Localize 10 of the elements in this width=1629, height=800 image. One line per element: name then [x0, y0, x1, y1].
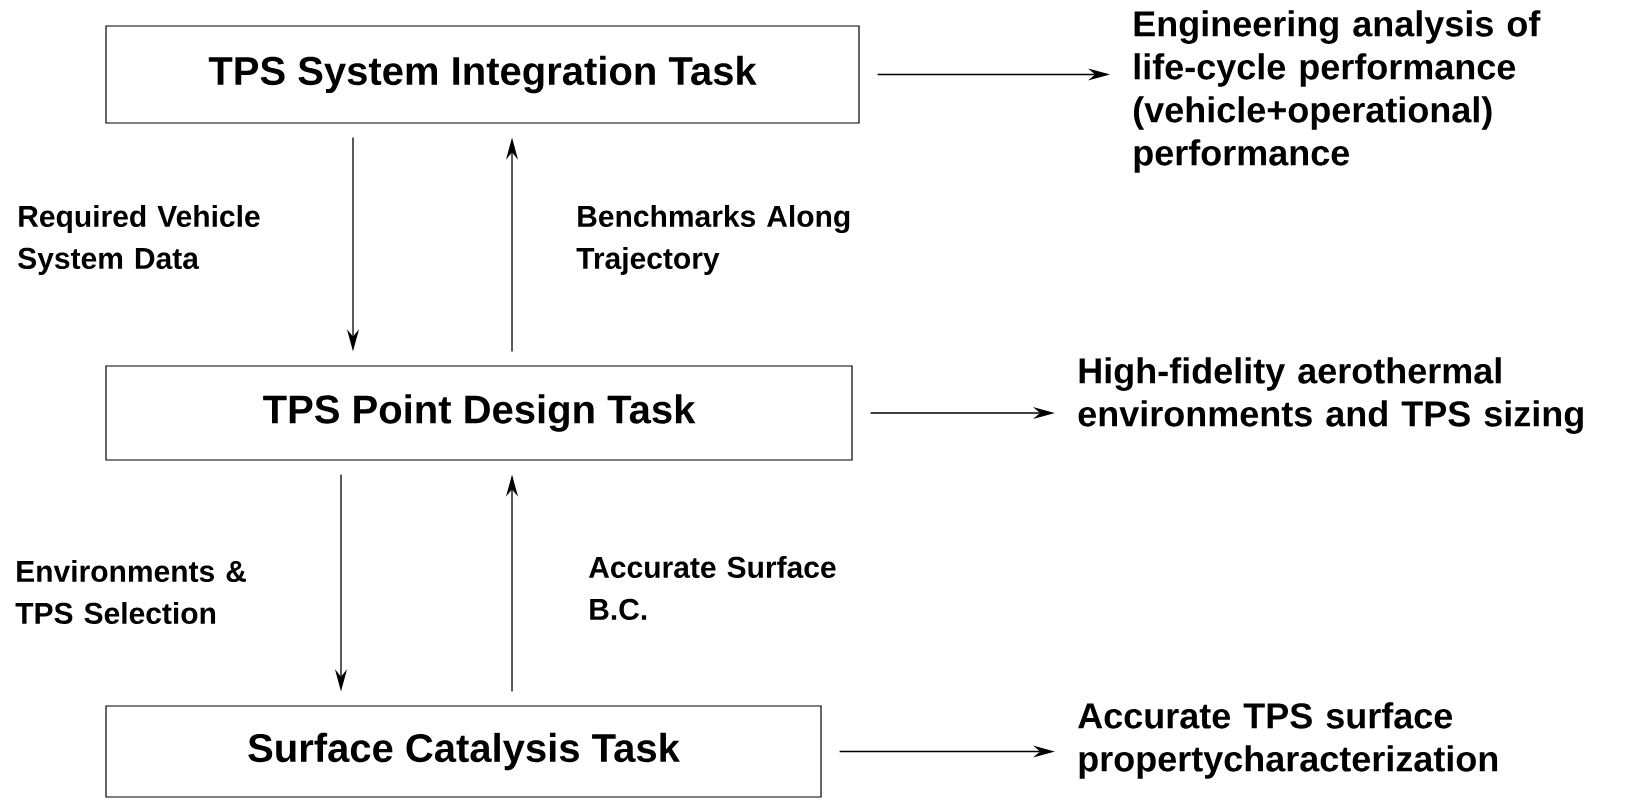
- outcome-text: Accurate TPS surface propertycharacterization: [1078, 702, 1498, 779]
- edge-label: Environments & TPS Selection: [15, 560, 246, 625]
- edge-label: Accurate Surface B.C.: [588, 556, 836, 621]
- outcome-text: Engineering analysis of life-cycle performance (vehicle+operational) performance: [1134, 10, 1541, 173]
- task-box: Surface Catalysis Task: [105, 705, 822, 798]
- edge-label: Benchmarks Along Trajectory: [576, 205, 850, 275]
- task-box: TPS System Integration Task: [105, 25, 860, 124]
- task-box: TPS Point Design Task: [105, 365, 853, 461]
- outcome-text: High-fidelity aerothermal environments and TPS sizing: [1078, 357, 1583, 434]
- edge-label: Required Vehicle System Data: [18, 205, 260, 275]
